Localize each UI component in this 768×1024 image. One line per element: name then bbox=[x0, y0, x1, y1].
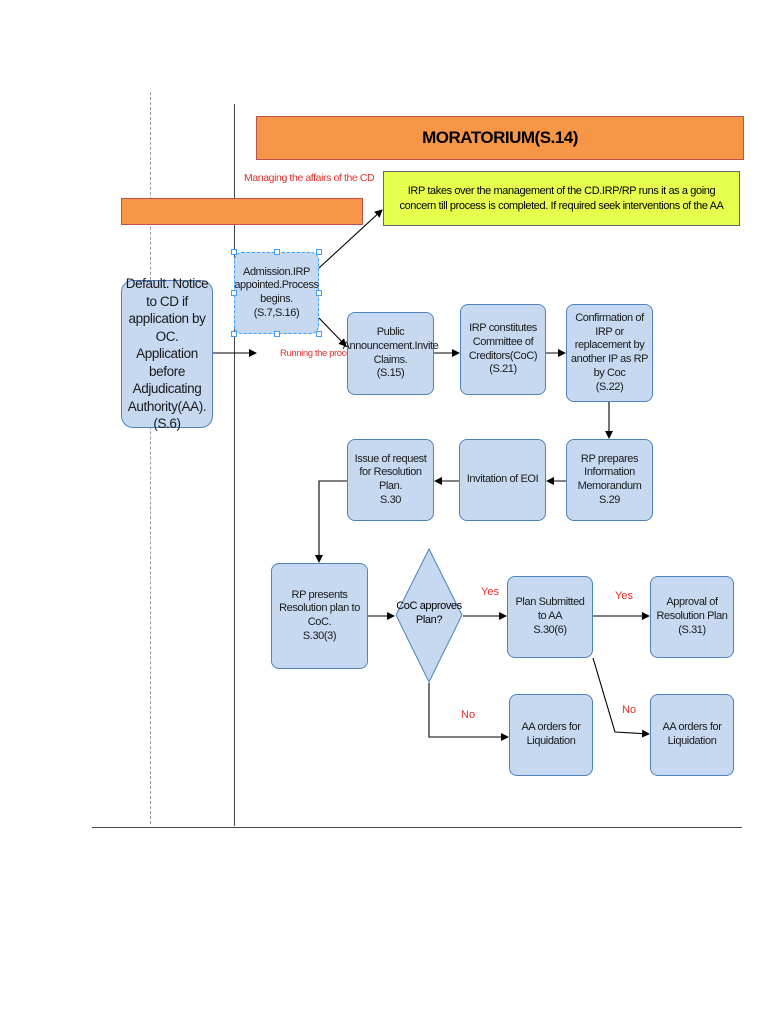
liquidation-box-2: AA orders for Liquidation bbox=[650, 694, 734, 776]
managing-annotation: Managing the affairs of the CD bbox=[244, 172, 375, 184]
selection-handle bbox=[316, 290, 322, 296]
yes-label-2: Yes bbox=[615, 590, 633, 602]
approval-box: Approval of Resolution Plan (S.31) bbox=[650, 576, 734, 658]
public-announcement-box: Public Announcement.Invite Claims. (S.15… bbox=[343, 312, 439, 395]
irp-management-note: IRP takes over the management of the CD.… bbox=[383, 171, 740, 226]
managing-bar bbox=[121, 198, 363, 225]
decision-label: CoC approves Plan? bbox=[396, 600, 462, 626]
yes-label-1: Yes bbox=[481, 586, 499, 598]
admission-box: Admission.IRP appointed.Process begins. … bbox=[234, 252, 319, 334]
selection-handle bbox=[274, 331, 280, 337]
liquidation-box-1: AA orders for Liquidation bbox=[509, 694, 593, 776]
rp-presents-plan-box: RP presents Resolution plan to CoC. S.30… bbox=[271, 563, 368, 669]
arrow-no-to-liquidation-2 bbox=[592, 657, 650, 738]
bottom-rule bbox=[92, 827, 742, 828]
selection-handle bbox=[316, 331, 322, 337]
selection-handle bbox=[316, 249, 322, 255]
selection-handle bbox=[231, 249, 237, 255]
arrow-issue-to-present bbox=[315, 480, 347, 563]
selection-handle bbox=[274, 249, 280, 255]
plan-submitted-box: Plan Submitted to AA S.30(6) bbox=[507, 576, 593, 658]
moratorium-title: MORATORIUM(S.14) bbox=[422, 128, 578, 147]
issue-request-box: Issue of request for Resolution Plan. S.… bbox=[347, 439, 434, 521]
decision-diamond bbox=[395, 548, 463, 683]
selection-handle bbox=[231, 290, 237, 296]
running-annotation: Running the process bbox=[280, 348, 360, 359]
information-memorandum-box: RP prepares Information Memorandum S.29 bbox=[566, 439, 653, 521]
swimlane-divider bbox=[234, 104, 235, 826]
left-dashed-guide bbox=[150, 92, 151, 824]
default-notice-box: Default. Notice to CD if application by … bbox=[121, 276, 213, 431]
no-label-2: No bbox=[622, 704, 637, 716]
selection-handle bbox=[231, 331, 237, 337]
rp-confirmation-box: Confirmation of IRP or replacement by an… bbox=[566, 304, 653, 402]
moratorium-banner: MORATORIUM(S.14) bbox=[256, 116, 744, 160]
no-label-1: No bbox=[461, 709, 476, 721]
coc-constitution-box: IRP constitutes Committee of Creditors(C… bbox=[460, 304, 546, 395]
coc-approves-decision: CoC approves Plan? bbox=[395, 548, 463, 683]
eoi-invitation-box: Invitation of EOI bbox=[459, 439, 546, 521]
